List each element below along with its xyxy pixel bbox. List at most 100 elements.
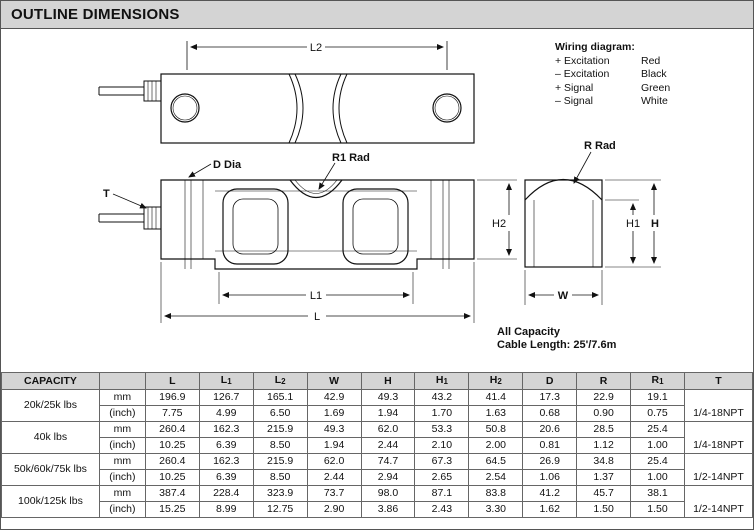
value-cell: 1.69 bbox=[306, 405, 362, 422]
thread-cell: 1/2-14NPT bbox=[683, 485, 754, 518]
value-cell: 4.99 bbox=[198, 405, 254, 422]
value-cell: 2.44 bbox=[360, 437, 416, 454]
value-cell: 0.90 bbox=[576, 405, 632, 422]
page-title: OUTLINE DIMENSIONS bbox=[11, 6, 180, 23]
cable-note-line1: All Capacity bbox=[497, 326, 560, 338]
cable-note-line2: Cable Length: 25'/7.6m bbox=[497, 339, 617, 351]
w-label: W bbox=[558, 290, 569, 302]
t-label: T bbox=[103, 188, 110, 200]
value-cell: 1.50 bbox=[576, 501, 632, 518]
value-cell: 6.39 bbox=[198, 437, 254, 454]
wiring-color: White bbox=[641, 94, 668, 107]
value-cell: 41.4 bbox=[468, 389, 524, 406]
value-cell: 162.3 bbox=[198, 453, 254, 470]
col-w: W bbox=[306, 372, 362, 390]
value-cell: 2.00 bbox=[468, 437, 524, 454]
value-cell: 17.3 bbox=[522, 389, 578, 406]
value-cell: 25.4 bbox=[630, 421, 685, 438]
value-cell: 6.39 bbox=[198, 469, 254, 486]
value-cell: 2.44 bbox=[306, 469, 362, 486]
value-cell: 196.9 bbox=[144, 389, 200, 406]
h-label: H bbox=[651, 218, 659, 230]
value-cell: 64.5 bbox=[468, 453, 524, 470]
h1-label: H1 bbox=[626, 218, 640, 230]
value-cell: 2.94 bbox=[360, 469, 416, 486]
value-cell: 25.4 bbox=[630, 453, 685, 470]
load-cell-drawing: L2 T bbox=[98, 41, 661, 323]
r-rad-label: R Rad bbox=[584, 140, 616, 152]
value-cell: 8.99 bbox=[198, 501, 254, 518]
col-l2: L2 bbox=[252, 372, 308, 390]
value-cell: 45.7 bbox=[576, 485, 632, 502]
value-cell: 62.0 bbox=[360, 421, 416, 438]
col-r1: R1 bbox=[630, 372, 685, 390]
value-cell: 2.90 bbox=[306, 501, 362, 518]
col-t: T bbox=[683, 372, 754, 390]
l2-label: L2 bbox=[310, 42, 322, 54]
value-cell: 38.1 bbox=[630, 485, 685, 502]
value-cell: 126.7 bbox=[198, 389, 254, 406]
value-cell: 1.70 bbox=[414, 405, 470, 422]
value-cell: 0.81 bbox=[522, 437, 578, 454]
l1-label: L1 bbox=[310, 290, 322, 302]
value-cell: 49.3 bbox=[360, 389, 416, 406]
unit-cell: mm bbox=[98, 485, 146, 502]
col-h1: H1 bbox=[414, 372, 470, 390]
title-bar: OUTLINE DIMENSIONS bbox=[1, 1, 753, 29]
value-cell: 73.7 bbox=[306, 485, 362, 502]
value-cell: 1.94 bbox=[360, 405, 416, 422]
wiring-signal: + Excitation bbox=[555, 55, 610, 67]
cable-note: All Capacity Cable Length: 25'/7.6m bbox=[497, 326, 616, 352]
value-cell: 74.7 bbox=[360, 453, 416, 470]
table-header-row: CAPACITY L L1 L2 W H H1 H2 D R R1 T bbox=[1, 372, 754, 390]
value-cell: 1.12 bbox=[576, 437, 632, 454]
value-cell: 1.37 bbox=[576, 469, 632, 486]
value-cell: 34.8 bbox=[576, 453, 632, 470]
thread-cell: 1/4-18NPT bbox=[683, 389, 754, 422]
value-cell: 10.25 bbox=[144, 437, 200, 454]
thread-cell: 1/4-18NPT bbox=[683, 421, 754, 454]
value-cell: 2.10 bbox=[414, 437, 470, 454]
value-cell: 26.9 bbox=[522, 453, 578, 470]
unit-cell: (inch) bbox=[98, 437, 146, 454]
value-cell: 83.8 bbox=[468, 485, 524, 502]
col-h2: H2 bbox=[468, 372, 524, 390]
col-unit bbox=[98, 372, 146, 390]
unit-cell: mm bbox=[98, 389, 146, 406]
h2-label: H2 bbox=[492, 218, 506, 230]
wiring-title: Wiring diagram: bbox=[555, 41, 635, 53]
front-view: T D Dia R1 Rad H2 L1 L bbox=[98, 152, 517, 323]
capacity-cell: 40k lbs bbox=[1, 421, 100, 454]
value-cell: 260.4 bbox=[144, 421, 200, 438]
value-cell: 19.1 bbox=[630, 389, 685, 406]
wiring-row: + Excitation Red bbox=[555, 55, 670, 68]
value-cell: 1.00 bbox=[630, 469, 685, 486]
value-cell: 8.50 bbox=[252, 437, 308, 454]
dimensions-table: CAPACITY L L1 L2 W H H1 H2 D R R1 T 20k/… bbox=[1, 372, 754, 518]
value-cell: 7.75 bbox=[144, 405, 200, 422]
capacity-cell: 50k/60k/75k lbs bbox=[1, 453, 100, 486]
capacity-cell: 20k/25k lbs bbox=[1, 389, 100, 422]
unit-cell: mm bbox=[98, 453, 146, 470]
unit-cell: (inch) bbox=[98, 501, 146, 518]
value-cell: 28.5 bbox=[576, 421, 632, 438]
value-cell: 22.9 bbox=[576, 389, 632, 406]
value-cell: 53.3 bbox=[414, 421, 470, 438]
value-cell: 260.4 bbox=[144, 453, 200, 470]
value-cell: 323.9 bbox=[252, 485, 308, 502]
top-view: L2 bbox=[98, 41, 475, 144]
side-view: R Rad H1 H W bbox=[524, 140, 661, 305]
wiring-color: Red bbox=[641, 55, 661, 67]
value-cell: 98.0 bbox=[360, 485, 416, 502]
value-cell: 1.50 bbox=[630, 501, 685, 518]
value-cell: 6.50 bbox=[252, 405, 308, 422]
d-dia-label: D Dia bbox=[213, 159, 242, 171]
value-cell: 43.2 bbox=[414, 389, 470, 406]
value-cell: 12.75 bbox=[252, 501, 308, 518]
value-cell: 387.4 bbox=[144, 485, 200, 502]
